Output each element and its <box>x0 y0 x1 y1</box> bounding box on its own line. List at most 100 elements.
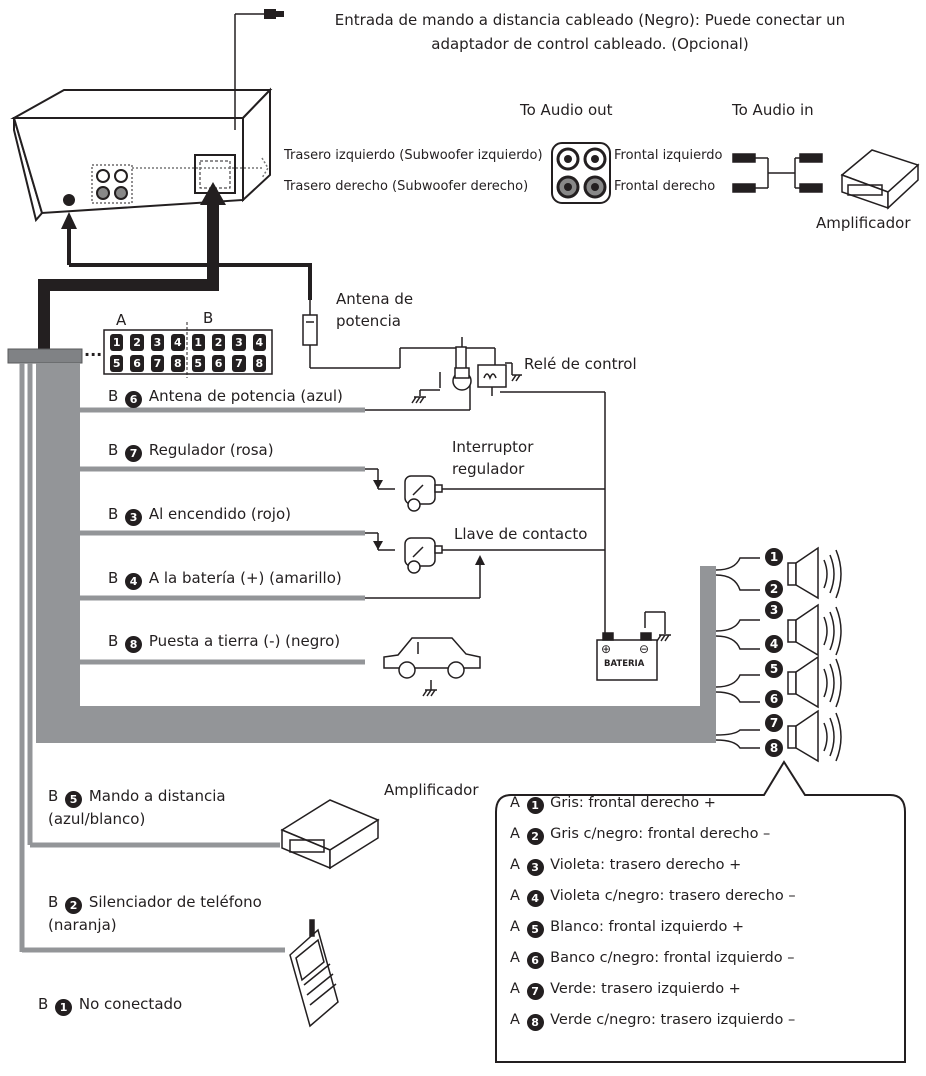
pin: 8 <box>171 355 185 372</box>
battery-label: BATERIA <box>604 659 645 669</box>
pin: 5 <box>110 355 124 372</box>
speaker-wire-item: A 4 Violeta c/negro: trasero derecho – <box>510 881 890 912</box>
speaker-wire-number: 7 <box>526 983 544 1000</box>
speaker-wire-number: 6 <box>526 952 544 969</box>
wire-label: B 4 A la batería (+) (amarillo) <box>108 568 342 590</box>
speaker-wire-item: A 2 Gris c/negro: frontal derecho – <box>510 819 890 850</box>
speaker-wire-text: Banco c/negro: frontal izquierdo – <box>550 950 795 966</box>
wire-label: B 8 Puesta a tierra (-) (negro) <box>108 631 340 653</box>
dimmer-switch-label: Interruptor regulador <box>452 438 534 478</box>
wire-connector: B <box>108 387 119 405</box>
pin: 7 <box>232 355 246 372</box>
power-antenna-label: Antena de potencia <box>336 290 414 330</box>
wire-text: Silenciador de teléfono (naranja) <box>48 893 262 934</box>
wire-connector: B <box>108 632 119 650</box>
amplifier-top-icon <box>840 149 920 210</box>
speaker-wire-text: Gris c/negro: frontal derecho – <box>550 826 771 842</box>
speaker-number: 1 <box>765 548 783 566</box>
speaker-wire-item: A 8 Verde c/negro: trasero izquierdo – <box>510 1005 890 1036</box>
speaker-number: 2 <box>765 580 783 598</box>
speaker-connector: A <box>510 950 520 966</box>
wire-number: 1 <box>55 999 73 1016</box>
remote-input-label: Entrada de mando a distancia cableado (N… <box>334 11 846 53</box>
to-audio-in-label: To Audio in <box>732 101 814 119</box>
speaker-connector: A <box>510 795 520 811</box>
speaker-number: 3 <box>765 601 783 619</box>
wire-number: 4 <box>125 573 143 590</box>
grey-wires <box>19 363 716 953</box>
pin: 6 <box>130 355 144 372</box>
wire-connector: B <box>48 787 59 805</box>
car-icon <box>383 637 481 679</box>
speaker-wire-item: A 1 Gris: frontal derecho + <box>510 788 890 819</box>
wire-label: B 3 Al encendido (rojo) <box>108 504 291 526</box>
control-relay <box>477 364 507 396</box>
wire-text: Regulador (rosa) <box>148 441 274 459</box>
pin-grid: 1 2 3 4 1 2 3 4 5 6 7 8 5 6 7 8 <box>108 334 268 372</box>
connector-a-label: A <box>116 311 127 329</box>
rca-jack-panel <box>551 142 611 204</box>
speaker-number: 7 <box>765 714 783 732</box>
wire-number: 6 <box>125 391 143 408</box>
wire-connector: B <box>108 441 119 459</box>
amplifier-top-label: Amplificador <box>816 214 911 232</box>
speaker-wire-text: Blanco: frontal izquierdo + <box>550 919 745 935</box>
ground-symbols <box>411 374 671 697</box>
pin: 3 <box>232 334 246 351</box>
pin: 2 <box>130 334 144 351</box>
speaker-wire-number: 5 <box>526 921 544 938</box>
wire-connector: B <box>48 893 59 911</box>
speaker-connector: A <box>510 1012 520 1028</box>
speaker-wire-number: 3 <box>526 859 544 876</box>
speaker-connector: A <box>510 826 520 842</box>
front-right-label: Frontal derecho <box>614 179 716 194</box>
wire-connector: B <box>108 569 119 587</box>
speaker-number: 4 <box>765 635 783 653</box>
speaker-wire-text: Violeta c/negro: trasero derecho – <box>550 888 796 904</box>
head-unit-rear-panel <box>63 9 284 206</box>
speaker-wire-text: Violeta: trasero derecho + <box>550 857 742 873</box>
wire-text: A la batería (+) (amarillo) <box>148 569 342 587</box>
speaker-wire-item: A 6 Banco c/negro: frontal izquierdo – <box>510 943 890 974</box>
pin: 5 <box>191 355 205 372</box>
pin: 1 <box>110 334 124 351</box>
wire-connector: B <box>38 995 49 1013</box>
arrowheads <box>373 480 485 565</box>
speaker-wire-list: A 1 Gris: frontal derecho + A 2 Gris c/n… <box>510 788 890 1036</box>
battery-icon <box>596 612 658 681</box>
speaker-icons <box>787 546 842 763</box>
to-audio-out-label: To Audio out <box>520 101 613 119</box>
pin: 4 <box>171 334 185 351</box>
pin: 7 <box>150 355 165 372</box>
wire-label: B 7 Regulador (rosa) <box>108 440 274 462</box>
wire-label: B 5 Mando a distancia (azul/blanco) <box>48 785 278 830</box>
ignition-key-label: Llave de contacto <box>454 525 588 543</box>
pin: 8 <box>252 355 266 372</box>
speaker-number: 6 <box>765 690 783 708</box>
speaker-wire-text: Verde: trasero izquierdo + <box>550 981 741 997</box>
svg-text:⊖: ⊖ <box>639 642 649 656</box>
callout-bubble <box>495 760 906 1063</box>
speaker-connector: A <box>510 981 520 997</box>
speaker-wire-item: A 3 Violeta: trasero derecho + <box>510 850 890 881</box>
wire-label: B 1 No conectado <box>38 994 182 1016</box>
wire-number: 2 <box>65 897 83 914</box>
wire-number: 7 <box>125 445 143 462</box>
speaker-wire-item: A 5 Blanco: frontal izquierdo + <box>510 912 890 943</box>
speaker-wires <box>715 557 760 749</box>
antenna-plug <box>302 300 318 346</box>
svg-text:···: ··· <box>84 345 102 364</box>
wire-label: B 6 Antena de potencia (azul) <box>108 386 343 408</box>
speaker-wire-text: Verde c/negro: trasero izquierdo – <box>550 1012 796 1028</box>
amplifier-mid-icon <box>280 799 380 870</box>
connector-b-label: B <box>203 309 214 327</box>
speaker-wire-text: Gris: frontal derecho + <box>550 795 716 811</box>
wire-text: Puesta a tierra (-) (negro) <box>148 632 341 650</box>
speaker-connector: A <box>510 857 520 873</box>
antenna-motor <box>452 337 472 391</box>
wire-text: Antena de potencia (azul) <box>148 387 343 405</box>
wire-number: 5 <box>65 791 83 808</box>
speaker-connector: A <box>510 919 520 935</box>
speaker-wire-number: 4 <box>526 890 544 907</box>
wire-text: No conectado <box>78 995 183 1013</box>
